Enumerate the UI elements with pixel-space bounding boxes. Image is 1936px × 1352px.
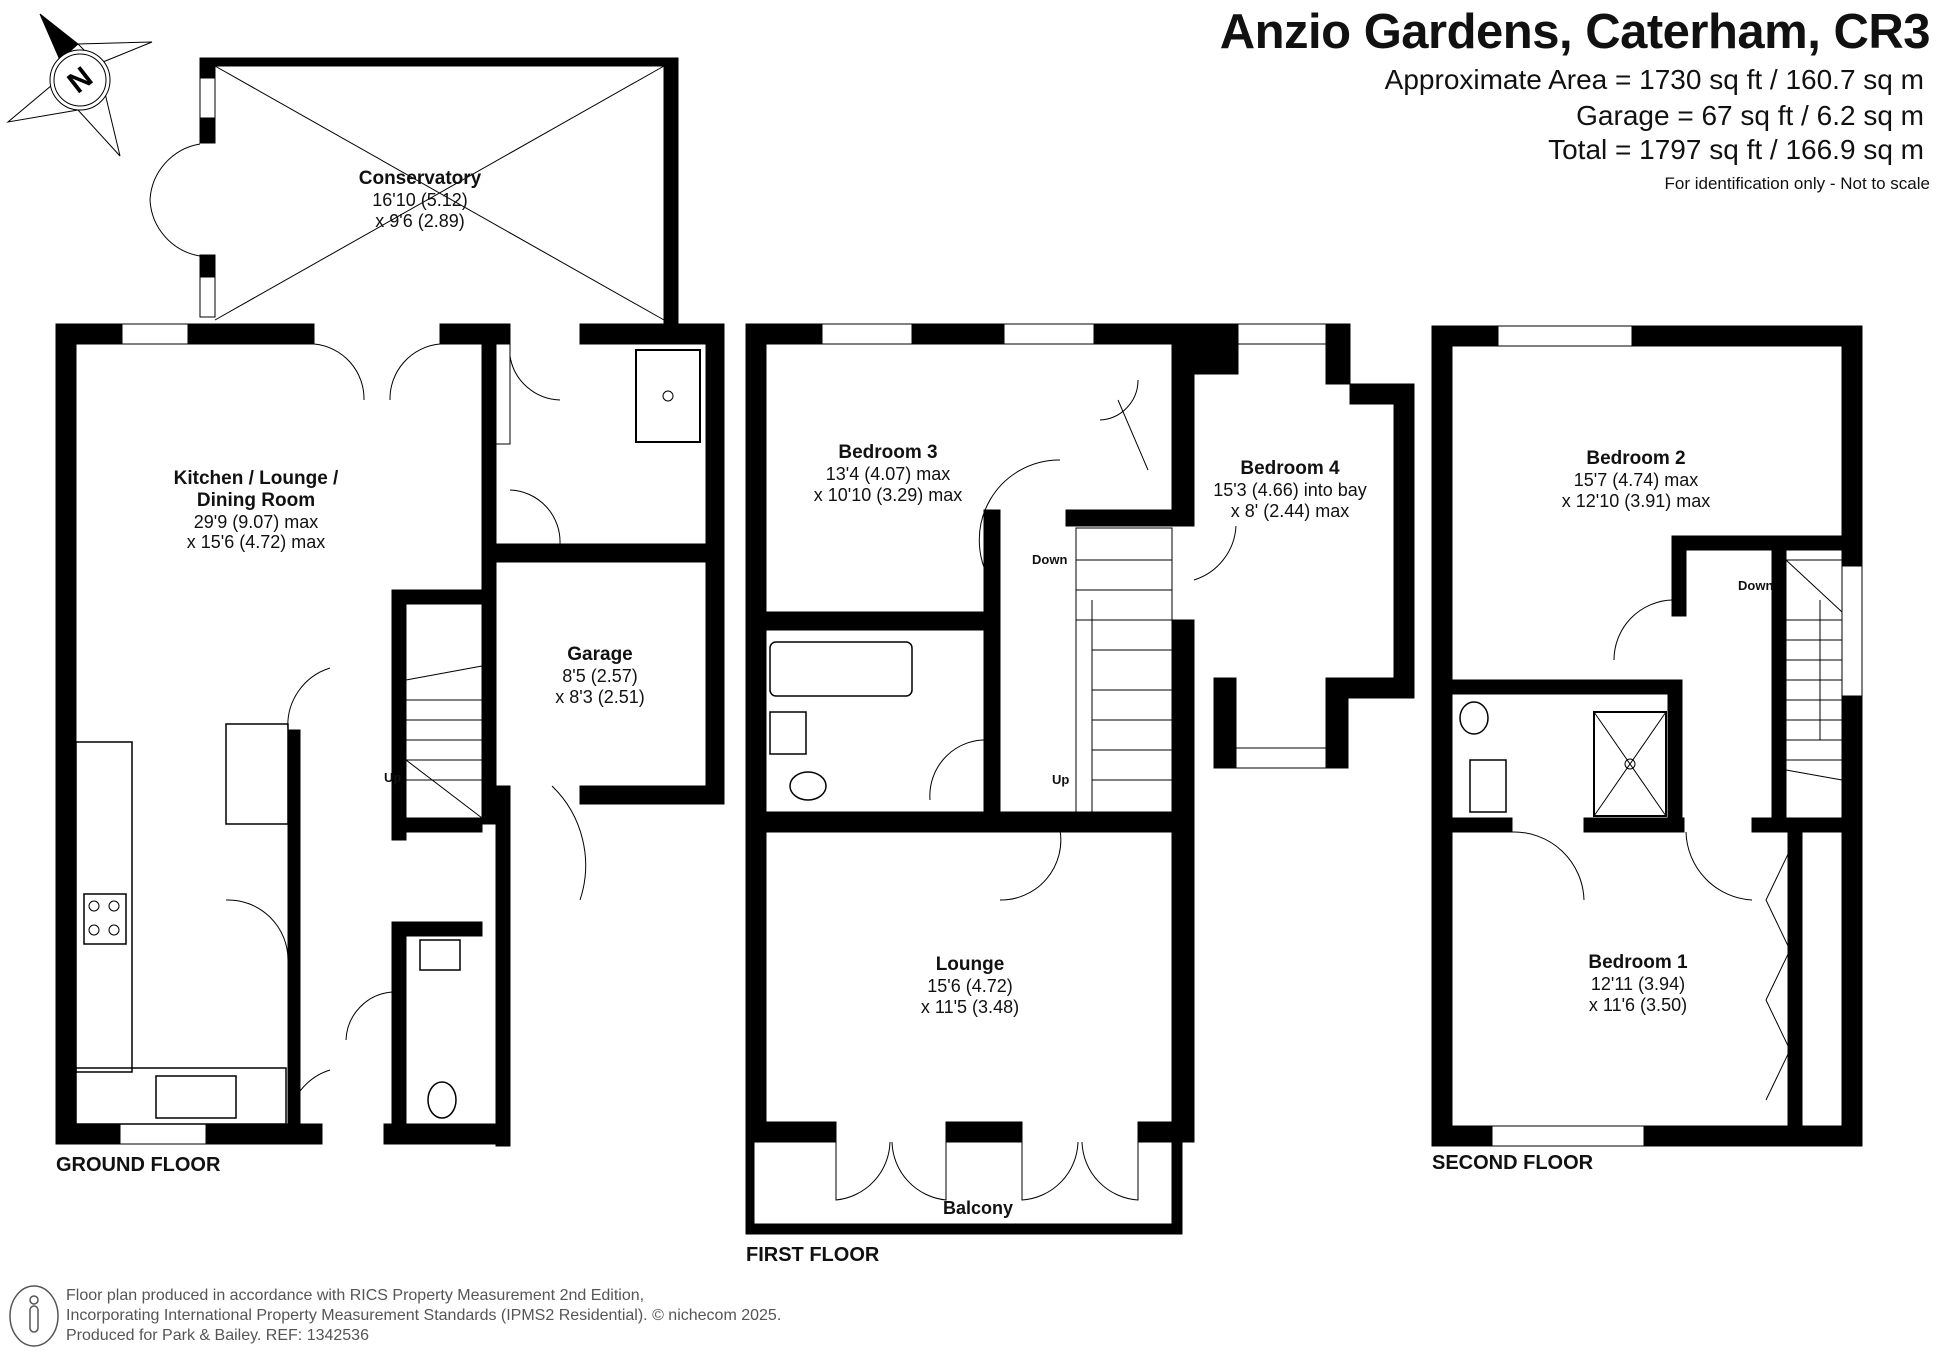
ground-floor-label: GROUND FLOOR xyxy=(56,1154,221,1176)
room-balcony: Balcony xyxy=(942,1198,1014,1218)
garage-area: Garage = 67 sq ft / 6.2 sq m xyxy=(1576,100,1924,131)
stairs-up-label: Up xyxy=(384,770,402,785)
room-bedroom-4: Bedroom 4 15'3 (4.66) into bay x 8' (2.4… xyxy=(1213,458,1367,521)
room-kitchen-lounge-dining: Kitchen / Lounge / Dining Room 29'9 (9.0… xyxy=(173,468,339,553)
stairs-down-label: Down xyxy=(1032,552,1068,567)
room-bedroom-2: Bedroom 2 15'7 (4.74) max x 12'10 (3.91)… xyxy=(1561,448,1711,511)
room-garage: Garage 8'5 (2.57) x 8'3 (2.51) xyxy=(555,644,645,707)
room-conservatory: Conservatory 16'10 (5.12) x 9'6 (2.89) xyxy=(358,168,482,231)
compass-rose-icon: N xyxy=(6,13,153,157)
footer-disclaimer: Floor plan produced in accordance with R… xyxy=(66,1287,782,1344)
total-area: Total = 1797 sq ft / 166.9 sq m xyxy=(1548,134,1924,165)
room-bedroom-3: Bedroom 3 13'4 (4.07) max x 10'10 (3.29)… xyxy=(813,442,963,505)
first-floor-label: FIRST FLOOR xyxy=(746,1244,880,1266)
second-floor-label: SECOND FLOOR xyxy=(1432,1152,1594,1174)
room-bedroom-1: Bedroom 1 12'11 (3.94) x 11'6 (3.50) xyxy=(1588,952,1688,1015)
scale-note: For identification only - Not to scale xyxy=(1664,174,1930,193)
approximate-area: Approximate Area = 1730 sq ft / 160.7 sq… xyxy=(1384,64,1924,95)
stairs-down-label-second: Down xyxy=(1738,578,1774,593)
room-lounge: Lounge 15'6 (4.72) x 11'5 (3.48) xyxy=(920,954,1020,1017)
person-icon xyxy=(9,1285,59,1347)
page-title: Anzio Gardens, Caterham, CR3 xyxy=(1219,5,1931,59)
stairs-up-label-first: Up xyxy=(1052,772,1070,787)
